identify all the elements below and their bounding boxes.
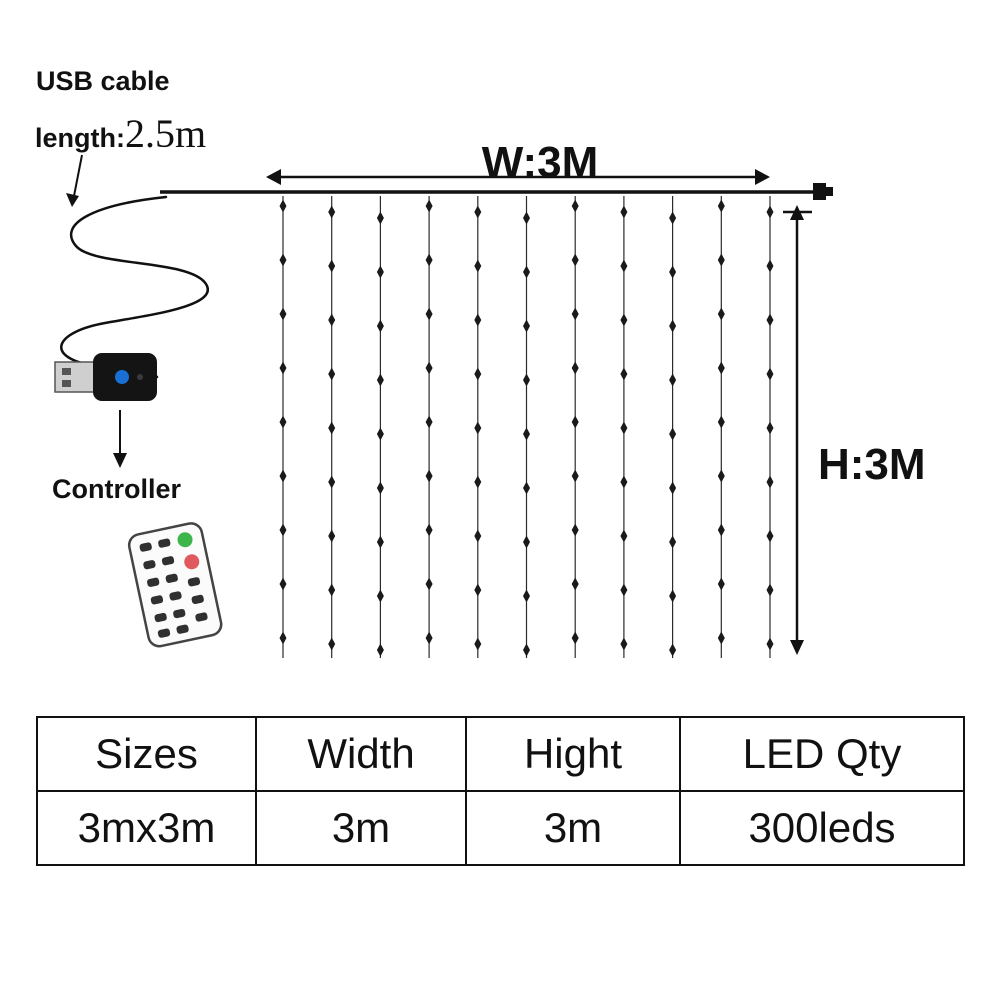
value-width: 3m: [255, 790, 467, 866]
value-led-qty: 300leds: [679, 790, 965, 866]
width-dimension-arrow: [266, 169, 770, 185]
cable-length-label: length:2.5m: [35, 110, 206, 157]
usb-cable-label: USB cable: [36, 66, 170, 96]
remote-control-illustration: [127, 522, 223, 648]
usb-cable-pointer-arrow: [66, 154, 83, 207]
spec-table-grid: Sizes Width Hight LED Qty 3mx3m 3m 3m 30…: [36, 716, 965, 866]
header-led-qty: LED Qty: [679, 716, 965, 792]
length-label: length:: [35, 123, 125, 153]
spec-table-value-row: 3mx3m 3m 3m 300leds: [36, 790, 965, 866]
value-sizes: 3mx3m: [36, 790, 257, 866]
spec-table-header-row: Sizes Width Hight LED Qty: [36, 716, 965, 792]
usb-cable-illustration: [60, 195, 210, 379]
header-hight: Hight: [465, 716, 681, 792]
header-width: Width: [255, 716, 467, 792]
height-dimension-arrow: [783, 205, 812, 655]
value-hight: 3m: [465, 790, 681, 866]
height-dimension-label: H:3M: [818, 440, 926, 489]
width-dimension-label: W:3M: [481, 138, 599, 187]
controller-label: Controller: [52, 474, 182, 504]
spec-table: Sizes Width Hight LED Qty 3mx3m 3m 3m 30…: [36, 716, 965, 866]
controller-pointer-arrow: [113, 410, 127, 468]
header-sizes: Sizes: [36, 716, 257, 792]
led-curtain-illustration: [279, 196, 774, 658]
usb-connector-illustration: [54, 353, 157, 401]
length-value: 2.5m: [124, 111, 207, 156]
top-wire-illustration: [160, 183, 833, 200]
